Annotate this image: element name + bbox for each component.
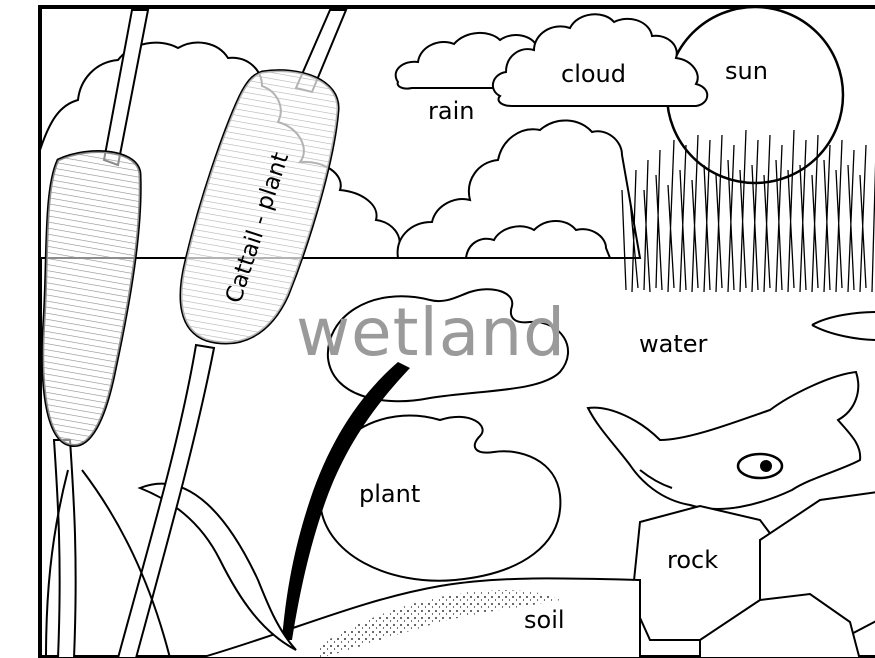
- label-rain: rain: [428, 99, 474, 123]
- label-water: water: [639, 332, 707, 356]
- label-sun: sun: [725, 59, 768, 83]
- label-rock: rock: [667, 548, 718, 572]
- title-wetland: wetland: [296, 300, 566, 366]
- label-plant: plant: [359, 482, 420, 506]
- label-cloud: cloud: [561, 62, 626, 86]
- bush-far-left-drawing: [0, 171, 40, 258]
- label-soil: soil: [524, 608, 565, 632]
